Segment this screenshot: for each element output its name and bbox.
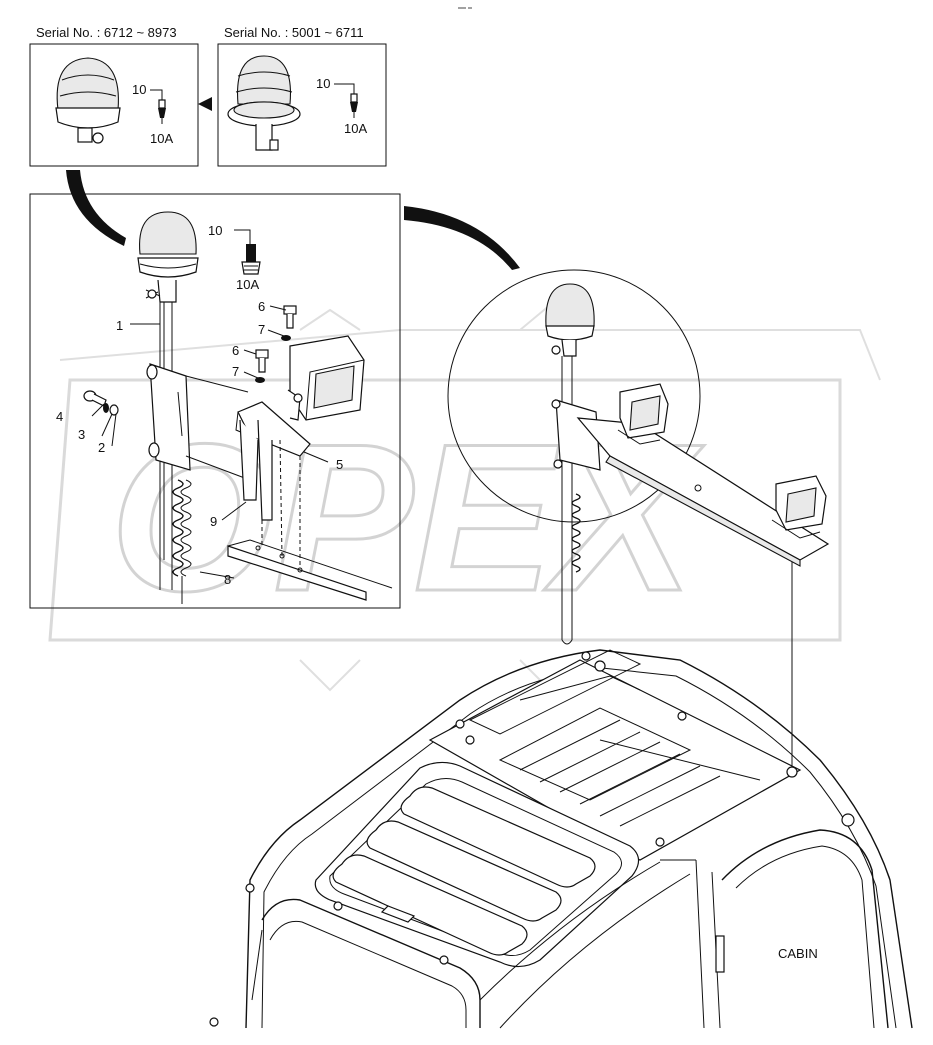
part-label-1: 1 — [116, 318, 123, 333]
cabin-label: CABIN — [778, 946, 818, 961]
part-label-9: 9 — [210, 514, 217, 529]
part-label-10a: 10A — [344, 121, 367, 136]
part-label-10: 10 — [208, 223, 222, 238]
cabin-body — [209, 649, 913, 1029]
part-label-7: 7 — [258, 322, 265, 337]
beacon-lamp-icon — [55, 57, 121, 144]
nut-icon — [109, 404, 119, 416]
callout-arrow — [66, 170, 126, 246]
part-label-3: 3 — [78, 427, 85, 442]
part-label-5: 5 — [336, 457, 343, 472]
washer-icon — [103, 403, 109, 413]
serial-label-2: Serial No. : 5001 ~ 6711 — [224, 25, 364, 40]
arrow-left-icon — [198, 97, 212, 111]
work-light-icon — [287, 335, 365, 421]
serial-box-2: Serial No. : 5001 ~ 6711 10 10A — [217, 25, 387, 167]
bulb-icon — [158, 99, 166, 124]
bulb-icon — [241, 244, 261, 275]
callout-arrow — [404, 206, 520, 270]
bolt-icon — [283, 305, 297, 329]
zoom-circle — [447, 269, 830, 770]
beacon-lamp-icon — [227, 55, 301, 151]
bolt-icon — [255, 349, 269, 373]
part-label-6: 6 — [258, 299, 265, 314]
part-label-4: 4 — [56, 409, 63, 424]
part-label-7: 7 — [232, 364, 239, 379]
beacon-lamp-icon — [137, 211, 199, 303]
washer-icon — [281, 335, 291, 341]
part-label-10a: 10A — [150, 131, 173, 146]
bulb-icon — [350, 93, 358, 118]
detail-box: 10 10A 1 6 7 6 7 4 3 2 5 9 8 — [29, 193, 401, 609]
washer-icon — [255, 377, 265, 383]
part-label-8: 8 — [224, 572, 231, 587]
part-label-10: 10 — [316, 76, 330, 91]
serial-label-1: Serial No. : 6712 ~ 8973 — [36, 25, 177, 40]
bolt-icon — [83, 390, 107, 407]
part-label-10a: 10A — [236, 277, 259, 292]
part-label-6: 6 — [232, 343, 239, 358]
coil-cable — [172, 479, 192, 604]
part-label-2: 2 — [98, 440, 105, 455]
part-label-10: 10 — [132, 82, 146, 97]
serial-box-1: Serial No. : 6712 ~ 8973 10 10A — [29, 25, 199, 167]
